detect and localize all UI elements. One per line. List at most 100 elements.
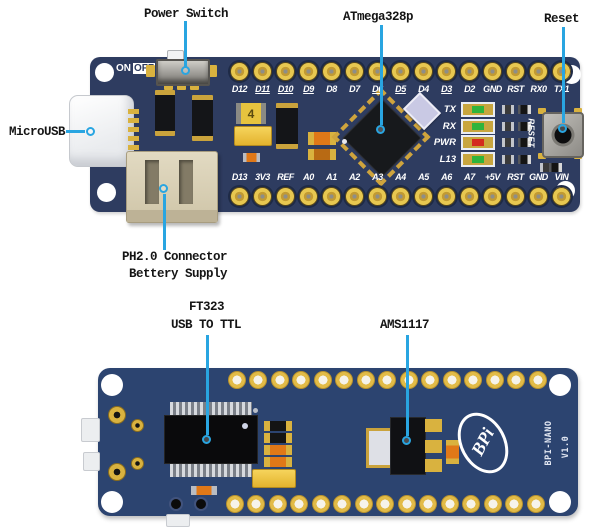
led-row-rx: RX: [430, 118, 531, 135]
pin-cell: [550, 62, 573, 81]
switch-pad: [208, 65, 217, 77]
pin-cell: [412, 62, 435, 81]
pin-cell: [506, 371, 528, 389]
pin-cell: [396, 495, 418, 513]
mounting-hole: [95, 63, 114, 82]
pin-label: D5: [395, 84, 406, 94]
via: [131, 457, 144, 470]
ph2-battery-connector: [126, 151, 218, 223]
led-chip: [472, 139, 484, 147]
leader-dot: [159, 184, 168, 193]
pin-hole: [354, 495, 373, 513]
pin-cell: [320, 62, 343, 81]
led-row-l13: L13: [430, 151, 531, 168]
pin-hole: [414, 62, 433, 81]
leader-dot: [376, 125, 385, 134]
pin1-dot: [242, 423, 248, 429]
pin-cell: [297, 62, 320, 81]
pin-cell: [251, 62, 274, 81]
pin-cell: [418, 495, 440, 513]
pin-hole: [335, 371, 354, 389]
pin-cell: [224, 495, 246, 513]
label-ph2-line2: Bettery Supply: [129, 267, 228, 281]
pin-cell: [332, 495, 354, 513]
pin-hole: [529, 187, 548, 206]
pin-hole: [414, 187, 433, 206]
pin-hole: [421, 371, 440, 389]
pin-hole: [276, 187, 295, 206]
pin-cell: [226, 371, 248, 389]
resistor: [308, 149, 336, 160]
pin-hole: [529, 62, 548, 81]
connector-slot: [145, 160, 159, 204]
led-row-tx: TX: [430, 101, 531, 118]
led-silk-label: TX: [443, 103, 456, 115]
switch-pad: [164, 85, 173, 90]
leader-line: [380, 25, 383, 125]
back-top-pin-row: [226, 371, 549, 389]
pin-label: TX1: [550, 84, 573, 94]
pin-hole: [376, 495, 395, 513]
reset-silk-label: RESET: [526, 118, 536, 148]
pin-cell: [355, 371, 377, 389]
pin-hole: [299, 187, 318, 206]
resistor: [518, 104, 531, 114]
pin-cell: [435, 62, 458, 81]
pin-label: RST: [507, 172, 524, 182]
mounting-hole: [549, 491, 571, 513]
via: [108, 463, 126, 481]
resistor: [264, 457, 292, 467]
pin-cell: [246, 495, 268, 513]
pin-label: A3: [372, 172, 383, 182]
pin-label: REF: [277, 172, 294, 182]
leader-dot: [202, 435, 211, 444]
leader-line: [66, 130, 85, 133]
pin-hole: [397, 495, 416, 513]
resistor: [308, 132, 336, 145]
pin-hole: [249, 371, 268, 389]
pin-cell: [550, 187, 573, 206]
pin-label: RX0: [530, 84, 547, 94]
resistor: [264, 445, 292, 455]
transistor: [192, 95, 213, 141]
button-pad: [538, 108, 546, 114]
pin-hole: [485, 371, 504, 389]
label-ft323-line2: USB TO TTL: [171, 318, 242, 332]
pin-label: D6: [372, 84, 383, 94]
bottom-pin-row: [228, 187, 573, 206]
pin-label: D3: [441, 84, 452, 94]
pin-label: D2: [464, 84, 475, 94]
mounting-hole: [97, 183, 116, 202]
off-label: OFF: [133, 63, 155, 74]
led-rx: [461, 118, 495, 134]
pin-hole: [345, 62, 364, 81]
pin-cell: [228, 187, 251, 206]
pin-cell: [461, 495, 483, 513]
pin-cell: [481, 187, 504, 206]
pin-hole: [299, 62, 318, 81]
pin-cell: [228, 62, 251, 81]
label-ph2-line1: PH2.0 Connector: [122, 250, 228, 264]
pin-hole: [506, 187, 525, 206]
pin-hole: [378, 371, 397, 389]
resistor: [191, 486, 217, 495]
pin-label: A1: [326, 172, 337, 182]
pin-cell: [274, 187, 297, 206]
pin-hole: [399, 371, 418, 389]
pin-cell: [291, 371, 313, 389]
back-board: BPi BPI-NANO V1.0: [81, 368, 578, 527]
pin-cell: [297, 187, 320, 206]
edge-tab: [166, 514, 190, 527]
ams1117-pad: [425, 419, 442, 432]
model-label: BPI-NANO: [544, 420, 554, 466]
pin-label: D9: [303, 84, 314, 94]
leader-line: [406, 335, 409, 436]
resistor: [502, 121, 514, 131]
pin-hole: [333, 495, 352, 513]
pin-cell: [458, 187, 481, 206]
resistor: [502, 138, 514, 148]
on-off-silk: ON OFF: [116, 63, 155, 74]
